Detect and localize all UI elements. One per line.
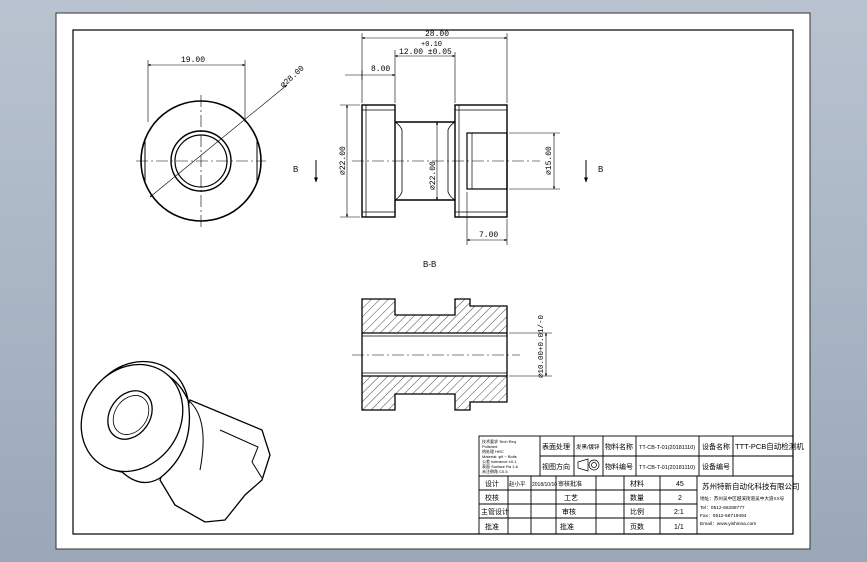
- note-2: 热处理 HRC: [482, 448, 504, 454]
- projection-label: 视图方向: [542, 462, 570, 471]
- flange-dim: 8.00: [371, 65, 390, 74]
- audit-label: 审核: [562, 507, 576, 516]
- note-5: 表面 Surface Ra 1.6: [482, 463, 519, 469]
- company-tel: Tel：0512-66288777: [700, 505, 745, 511]
- tolerance-upper: +0.10: [421, 41, 442, 49]
- overall-length-dim: 28.00: [425, 30, 449, 39]
- design-date: 2018/10/10: [532, 482, 557, 488]
- surface-label: 表面处理: [542, 442, 570, 451]
- section-title: B-B: [423, 260, 436, 269]
- title-block-grid: [478, 435, 794, 535]
- count-value: 2: [678, 495, 682, 502]
- equip-no-label: 设备编号: [702, 462, 730, 471]
- side-view: [352, 104, 540, 218]
- part-no-value: TT-CB-T-01(20181110): [639, 465, 695, 471]
- sheet-value: 1/1: [674, 524, 684, 531]
- material-label: 物料名称: [605, 442, 633, 451]
- scale-label: 比例: [630, 507, 644, 516]
- company-address: 地址：苏州吴中区越溪街道吴中大道XX号: [700, 495, 785, 502]
- design-label: 设计: [485, 479, 499, 488]
- equip-value: TTT-PCB自动检测机: [735, 441, 804, 451]
- front-width-dim: 19.00: [181, 56, 205, 65]
- section-mark-right: B: [598, 165, 603, 174]
- qty-label: 材料: [630, 479, 644, 488]
- scale-value: 2:1: [674, 509, 684, 516]
- part-no-label: 物料编号: [605, 462, 633, 471]
- design-approve: 审核批准: [558, 480, 582, 488]
- process-label: 工艺: [564, 494, 578, 502]
- right-dia-dim: ⌀15.00: [545, 146, 554, 175]
- surface-value: 发黑/镀锌: [576, 443, 600, 451]
- projection-symbol-icon: [577, 458, 600, 472]
- note-1: Polished: [482, 444, 497, 449]
- isometric-view: [80, 360, 271, 523]
- bore-depth-dim: 7.00: [479, 231, 498, 240]
- sheet-label: 页数: [630, 522, 644, 531]
- section-view: [352, 298, 552, 411]
- left-dia-dim: ⌀22.00: [339, 146, 348, 175]
- approve-label: 批准: [485, 522, 499, 531]
- qty-value: 45: [676, 481, 684, 488]
- tech-notes: 技术要求 Tech Req Polished 热处理 HRC Material:…: [482, 438, 519, 474]
- note-6: 未注倒角 C0.5: [482, 468, 508, 474]
- material-value: TT-CB-T-01(20181110): [639, 445, 695, 451]
- company-email: Email：www.yishinna.com: [700, 521, 756, 527]
- design-name: 赵小平: [509, 480, 526, 488]
- note-3: Material: φ9 ~ Bolts: [482, 454, 517, 459]
- bore-dim: ⌀10.00+0.01/-0: [538, 314, 546, 378]
- approve-label-2: 批准: [560, 522, 574, 531]
- side-view-dimensions: [314, 33, 588, 245]
- check-label: 校核: [485, 493, 499, 502]
- count-label: 数量: [630, 493, 644, 502]
- mid-dia-dim: ⌀22.00: [429, 161, 438, 190]
- equip-label: 设备名称: [702, 442, 730, 451]
- section-mark-left: B: [293, 165, 298, 174]
- company-fax: Fax：0512-66719494: [700, 513, 747, 519]
- groove-dim: 12.00 ±0.05: [399, 48, 452, 57]
- drawing-border: [72, 29, 794, 535]
- main-design-label: 主管设计: [481, 507, 509, 516]
- front-view: [136, 60, 288, 227]
- note-4: 公差 tolerance ±0.1: [482, 458, 517, 464]
- note-0: 技术要求 Tech Req: [482, 438, 516, 444]
- company-name: 苏州特新自动化科技有限公司: [702, 481, 800, 491]
